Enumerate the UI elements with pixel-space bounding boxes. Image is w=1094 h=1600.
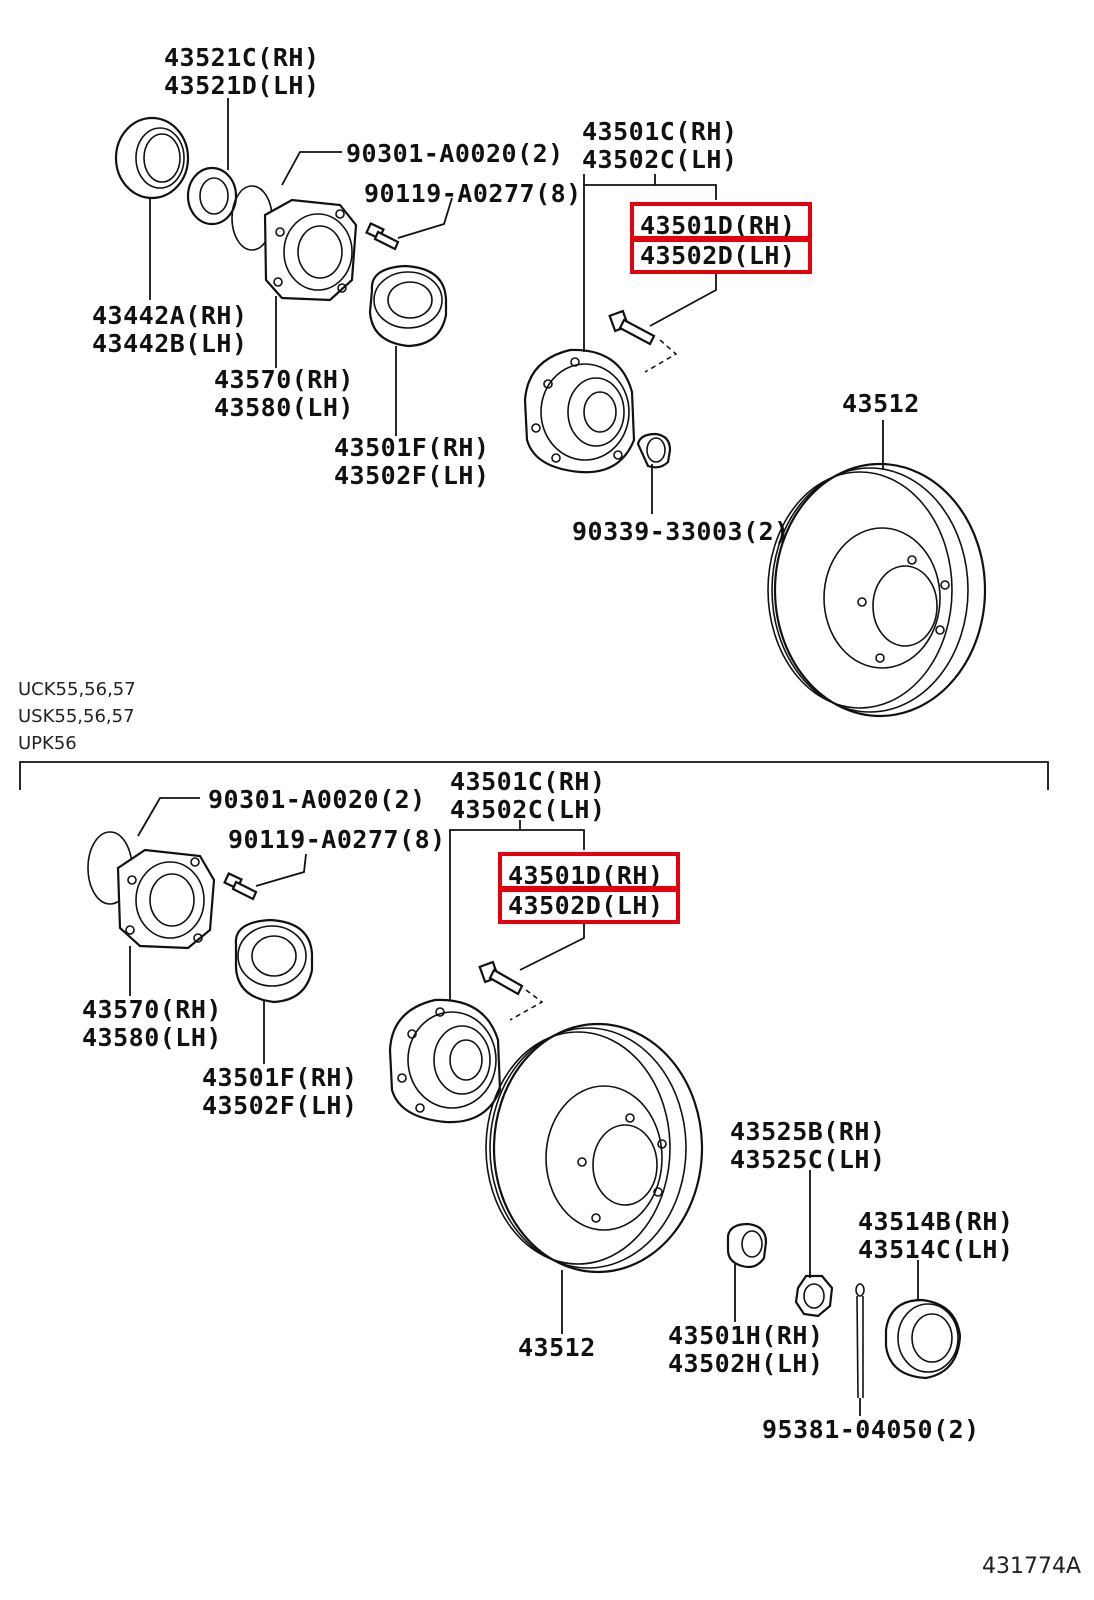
- part-number-rh: 43521C(RH): [164, 43, 320, 72]
- applicability-note: UCK55,56,57 USK55,56,57 UPK56: [18, 676, 136, 757]
- part-number-lh: 43442B(LH): [92, 329, 248, 358]
- label-43442: 43442A(RH) 43442B(LH): [92, 302, 248, 358]
- part-number-lh: 43525C(LH): [730, 1145, 886, 1174]
- diagram-id: 431774A: [982, 1554, 1082, 1579]
- part-number-lh: 43502H(LH): [668, 1349, 824, 1378]
- label-43502d-lh-top: 43502D(LH): [640, 242, 796, 270]
- leader-lines-bottom: [129, 797, 919, 1416]
- label-43512-top: 43512: [842, 390, 920, 418]
- part-number: 90301-A0020(2): [208, 785, 426, 814]
- leader-lines-top: [149, 98, 884, 514]
- part-number: 90301-A0020(2): [346, 139, 564, 168]
- part-number-rh: 43501C(RH): [582, 117, 738, 146]
- label-43501h: 43501H(RH) 43502H(LH): [668, 1322, 824, 1378]
- label-43521: 43521C(RH) 43521D(LH): [164, 44, 320, 100]
- part-number-rh: 43501C(RH): [450, 767, 606, 796]
- label-43501d-rh-bottom: 43501D(RH): [508, 862, 664, 890]
- highlight-box-43501d-top: [630, 202, 812, 242]
- leader-dashed-bottom: [509, 989, 544, 1021]
- label-43570-top: 43570(RH) 43580(LH): [214, 366, 354, 422]
- axle-hub-top: [523, 348, 636, 474]
- leader-dashed-top: [644, 339, 678, 373]
- label-43501f-bottom: 43501F(RH) 43502F(LH): [202, 1064, 358, 1120]
- part-number-rh: 43501D(RH): [508, 861, 664, 890]
- part-number-lh: 43502F(LH): [334, 461, 490, 490]
- part-number: 90119-A0277(8): [364, 179, 582, 208]
- part-number-lh: 43580(LH): [82, 1023, 222, 1052]
- hub-bolt-top: [608, 309, 656, 346]
- highlight-box-43502d-top: [630, 236, 812, 274]
- bearing-bottom: [234, 918, 314, 1004]
- part-number-rh: 43514B(RH): [858, 1207, 1014, 1236]
- bearing-top: [368, 264, 448, 348]
- brake-disc-bottom: [485, 1022, 704, 1274]
- part-number-rh: 43442A(RH): [92, 301, 248, 330]
- part-number-rh: 43501F(RH): [202, 1063, 358, 1092]
- label-43501f-top: 43501F(RH) 43502F(LH): [334, 434, 490, 490]
- part-number-lh: 43502F(LH): [202, 1091, 358, 1120]
- part-number-rh: 43501F(RH): [334, 433, 490, 462]
- part-number: 90119-A0277(8): [228, 825, 446, 854]
- label-43501d-rh-top: 43501D(RH): [640, 212, 796, 240]
- label-43570-bottom: 43570(RH) 43580(LH): [82, 996, 222, 1052]
- label-90339: 90339-33003(2): [572, 518, 790, 546]
- model-code: UPK56: [18, 733, 77, 754]
- part-number-rh: 43501H(RH): [668, 1321, 824, 1350]
- label-43502d-lh-bottom: 43502D(LH): [508, 892, 664, 920]
- hub-flange-bottom: [116, 848, 216, 950]
- part-number-lh: 43580(LH): [214, 393, 354, 422]
- oil-seal-top: [114, 116, 190, 200]
- part-number-rh: 43501D(RH): [640, 211, 796, 240]
- part-number-lh: 43502C(LH): [582, 145, 738, 174]
- label-43512-bottom: 43512: [518, 1334, 596, 1362]
- part-number: 95381-04050(2): [762, 1415, 980, 1444]
- label-43501c-bottom: 43501C(RH) 43502C(LH): [450, 768, 606, 824]
- label-90119-top: 90119-A0277(8): [364, 180, 582, 208]
- hub-bolt-bottom: [478, 960, 524, 996]
- label-95381: 95381-04050(2): [762, 1416, 980, 1444]
- cotter-pin-bottom: [855, 1283, 865, 1399]
- part-number: 43512: [518, 1333, 596, 1362]
- model-code: USK55,56,57: [18, 706, 135, 727]
- part-number-lh: 43502D(LH): [508, 891, 664, 920]
- part-number: 43512: [842, 389, 920, 418]
- brake-disc-top: [767, 462, 987, 718]
- bolt-bottom: [223, 872, 258, 901]
- label-90301-top: 90301-A0020(2): [346, 140, 564, 168]
- section-bracket: [19, 761, 1049, 790]
- bolt-top: [365, 222, 400, 251]
- label-43501c-top: 43501C(RH) 43502C(LH): [582, 118, 738, 174]
- part-number-lh: 43521D(LH): [164, 71, 320, 100]
- hub-flange-top: [263, 198, 358, 302]
- part-number: 90339-33003(2): [572, 517, 790, 546]
- label-43525: 43525B(RH) 43525C(LH): [730, 1118, 886, 1174]
- label-90301-bottom: 90301-A0020(2): [208, 786, 426, 814]
- part-number-rh: 43525B(RH): [730, 1117, 886, 1146]
- axle-hub-bottom: [388, 998, 502, 1124]
- part-number-rh: 43570(RH): [82, 995, 222, 1024]
- part-number-lh: 43514C(LH): [858, 1235, 1014, 1264]
- lock-nut-bottom: [794, 1274, 834, 1318]
- part-number-rh: 43570(RH): [214, 365, 354, 394]
- part-number-lh: 43502D(LH): [640, 241, 796, 270]
- cone-washer-top: [636, 432, 672, 469]
- highlight-box-43501d-bottom: [498, 852, 680, 892]
- label-90119-bottom: 90119-A0277(8): [228, 826, 446, 854]
- bearing-ring-top: [186, 166, 238, 226]
- grease-cap-bottom: [884, 1298, 962, 1380]
- spacer-bottom: [726, 1222, 768, 1269]
- label-43514: 43514B(RH) 43514C(LH): [858, 1208, 1014, 1264]
- part-number-lh: 43502C(LH): [450, 795, 606, 824]
- model-code: UCK55,56,57: [18, 679, 136, 700]
- highlight-box-43502d-bottom: [498, 886, 680, 924]
